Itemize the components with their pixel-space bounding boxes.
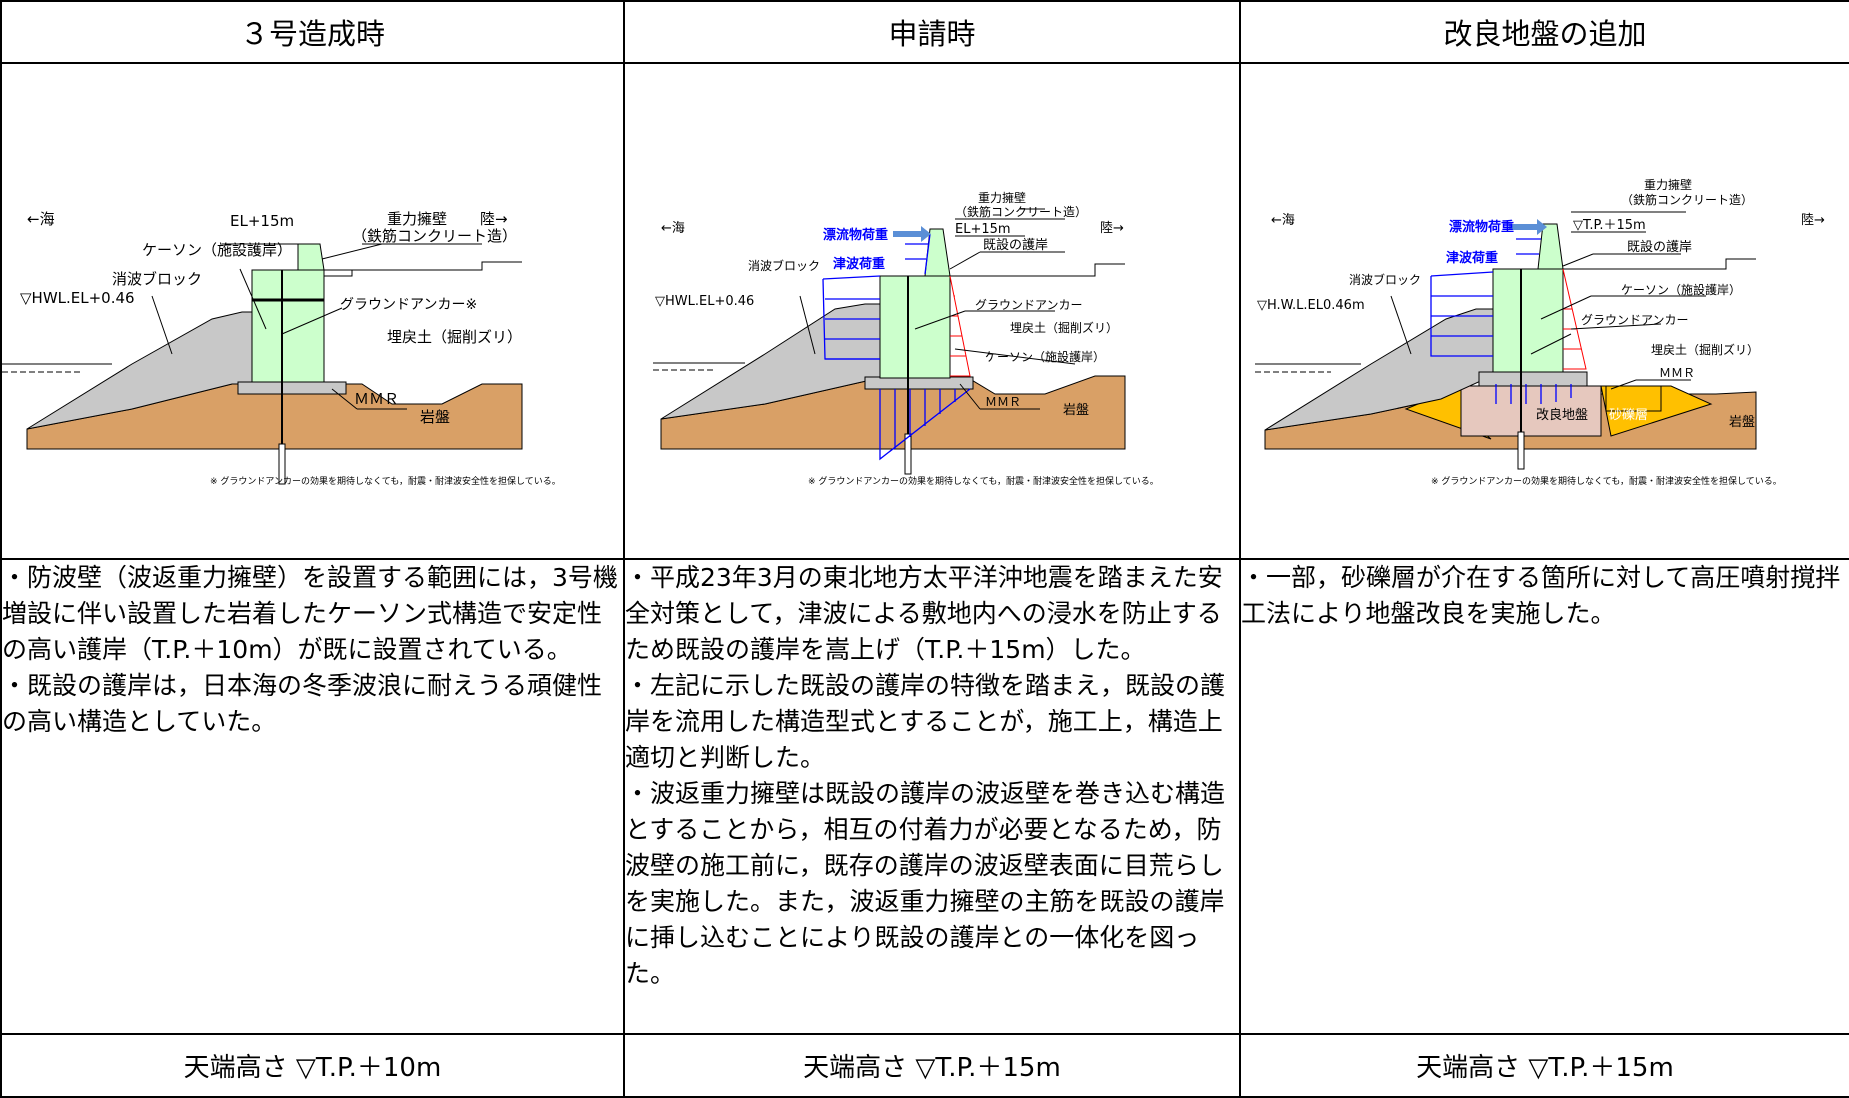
bedrock-label: 岩盤	[1729, 415, 1755, 430]
col3-header: 改良地盤の追加	[1239, 0, 1849, 65]
block-label: 消波ブロック	[748, 258, 820, 273]
rc-label: （鉄筋コンクリート造）	[955, 204, 1087, 219]
land-label: 陸→	[1100, 220, 1124, 236]
land-label: 陸→	[1801, 212, 1825, 228]
el-label: EL+15m	[230, 212, 294, 230]
el-label: EL+15m	[955, 222, 1011, 237]
description-paragraph: ・波返重力擁壁は既設の護岸の波返壁を巻き込む構造とすることから，相互の付着力が必…	[625, 779, 1226, 989]
gravel-layer-label: 砂礫層	[1609, 407, 1648, 423]
existing-label: 既設の護岸	[1627, 239, 1692, 255]
rc-label: （鉄筋コンクリート造）	[352, 227, 517, 245]
tsunami-load-label: 津波荷重	[1446, 250, 1498, 266]
sea-label: ←海	[1271, 213, 1295, 228]
block-label: 消波ブロック	[112, 270, 202, 288]
construction-diagram-3: ←海 陸→ 重力擁壁 （鉄筋コンクリート造） ▽T.P.＋15m 既設の護岸 漂…	[1255, 177, 1825, 487]
col2-figure-cell: ←海 陸→ 重力擁壁 （鉄筋コンクリート造） EL+15m 既設の護岸 漂流物荷…	[623, 62, 1241, 561]
note-text: ※ グラウンドアンカーの効果を期待しなくても，耐震・耐津波安全性を担保している。	[1431, 475, 1782, 487]
sea-label: ←海	[27, 210, 55, 228]
improved-ground-label: 改良地盤	[1536, 407, 1588, 423]
col2-description: ・平成23年3月の東北地方太平洋沖地震を踏まえた安全対策として，津波による敷地内…	[623, 558, 1241, 1035]
backfill-label: 埋戻土（掘削ズリ）	[387, 328, 522, 346]
note-text: ※ グラウンドアンカーの効果を期待しなくても，耐震・耐津波安全性を担保している。	[210, 475, 561, 487]
backfill-label: 埋戻土（掘削ズリ）	[1010, 320, 1118, 335]
col1-crest-height: 天端高さ ▽T.P.＋10m	[0, 1032, 625, 1098]
col1-description: ・防波壁（波返重力擁壁）を設置する範囲には，3号機増設に伴い設置した岩着したケー…	[0, 558, 625, 1035]
sea-label: ←海	[661, 221, 685, 236]
col3-figure-cell: ←海 陸→ 重力擁壁 （鉄筋コンクリート造） ▽T.P.＋15m 既設の護岸 漂…	[1239, 62, 1849, 561]
col2-header: 申請時	[623, 0, 1241, 65]
col1-header: ３号造成時	[0, 0, 625, 65]
col1-figure-cell: ←海 陸→ EL+15m ▽HWL.EL+0.46 消波ブロック ケーソン（施設…	[0, 62, 625, 561]
caisson-label: ケーソン（施設護岸）	[142, 241, 292, 259]
col2-crest-height: 天端高さ ▽T.P.＋15m	[623, 1032, 1241, 1098]
existing-label: 既設の護岸	[983, 237, 1048, 253]
anchor-label: グラウンドアンカー※	[340, 297, 477, 313]
mmr-label: ＭＭＲ	[354, 390, 399, 408]
land-label: 陸→	[480, 210, 508, 228]
description-paragraph: ・平成23年3月の東北地方太平洋沖地震を踏まえた安全対策として，津波による敷地内…	[625, 563, 1223, 665]
block-label: 消波ブロック	[1349, 272, 1421, 287]
rc-label: （鉄筋コンクリート造）	[1621, 192, 1753, 207]
drift-load-label: 漂流物荷重	[1449, 219, 1514, 235]
bedrock-label: 岩盤	[1063, 403, 1089, 418]
anchor-label: グラウンドアンカー	[975, 298, 1083, 312]
hwl-label: ▽H.W.L.EL0.46m	[1257, 298, 1365, 313]
col3-description: ・一部，砂礫層が介在する箇所に対して高圧噴射撹拌工法により地盤改良を実施した。	[1239, 558, 1849, 1035]
description-paragraph: ・左記に示した既設の護岸の特徴を踏まえ，既設の護岸を流用した構造型式とすることが…	[625, 671, 1226, 773]
caisson-label: ケーソン（施設護岸）	[1621, 282, 1741, 297]
caisson-label: ケーソン（施設護岸）	[985, 349, 1105, 364]
description-paragraph: ・既設の護岸は，日本海の冬季波浪に耐えうる頑健性の高い構造としていた。	[2, 671, 603, 737]
bedrock-label: 岩盤	[420, 408, 450, 426]
description-paragraph: ・防波壁（波返重力擁壁）を設置する範囲には，3号機増設に伴い設置した岩着したケー…	[2, 563, 618, 665]
tp-label: ▽T.P.＋15m	[1573, 218, 1646, 233]
note-text: ※ グラウンドアンカーの効果を期待しなくても，耐震・耐津波安全性を担保している。	[808, 475, 1159, 487]
backfill-label: 埋戻土（掘削ズリ）	[1651, 342, 1759, 357]
gravity-wall-label: 重力擁壁	[1644, 177, 1692, 192]
mmr-label: ＭＭＲ	[1659, 366, 1695, 380]
construction-diagram-2: ←海 陸→ 重力擁壁 （鉄筋コンクリート造） EL+15m 既設の護岸 漂流物荷…	[653, 190, 1159, 487]
tsunami-load-label: 津波荷重	[833, 256, 885, 272]
construction-diagram-1: ←海 陸→ EL+15m ▽HWL.EL+0.46 消波ブロック ケーソン（施設…	[2, 210, 561, 487]
gravity-wall-label: 重力擁壁	[387, 210, 447, 228]
anchor-label: グラウンドアンカー	[1581, 313, 1689, 327]
col3-crest-height: 天端高さ ▽T.P.＋15m	[1239, 1032, 1849, 1098]
description-paragraph: ・一部，砂礫層が介在する箇所に対して高圧噴射撹拌工法により地盤改良を実施した。	[1241, 563, 1841, 629]
gravity-wall-label: 重力擁壁	[978, 190, 1026, 205]
mmr-label: ＭＭＲ	[985, 395, 1021, 409]
drift-load-label: 漂流物荷重	[823, 227, 888, 243]
hwl-label: ▽HWL.EL+0.46	[20, 289, 135, 307]
hwl-label: ▽HWL.EL+0.46	[655, 294, 754, 309]
